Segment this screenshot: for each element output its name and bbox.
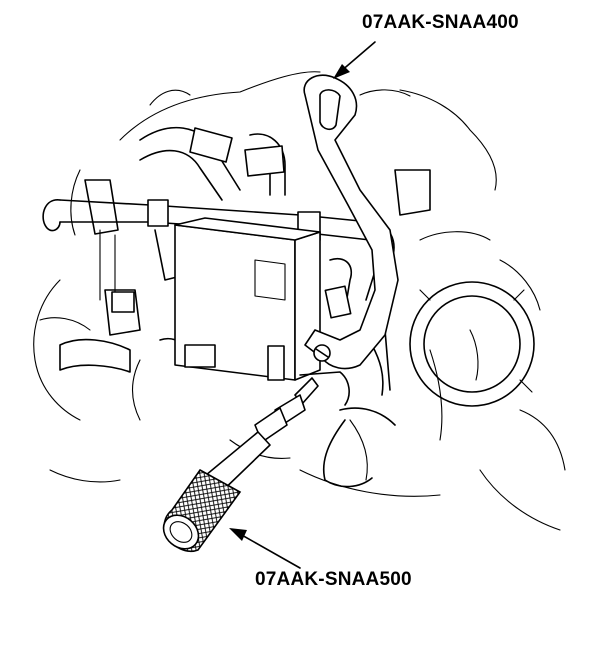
special-tool-driver-500 [162, 377, 319, 552]
control-module [174, 217, 321, 381]
left-brackets [59, 179, 191, 373]
upper-hose [139, 126, 286, 201]
engine-background [33, 71, 566, 531]
part-number-label-top: 07AAK-SNAA400 [362, 12, 519, 33]
right-connectors [299, 169, 431, 488]
part-number-label-bottom: 07AAK-SNAA500 [255, 569, 412, 590]
round-housing [409, 281, 535, 407]
callout-arrow-bottom [229, 528, 301, 569]
special-tool-bracket-400 [303, 74, 399, 370]
callout-arrow-top [333, 41, 376, 79]
